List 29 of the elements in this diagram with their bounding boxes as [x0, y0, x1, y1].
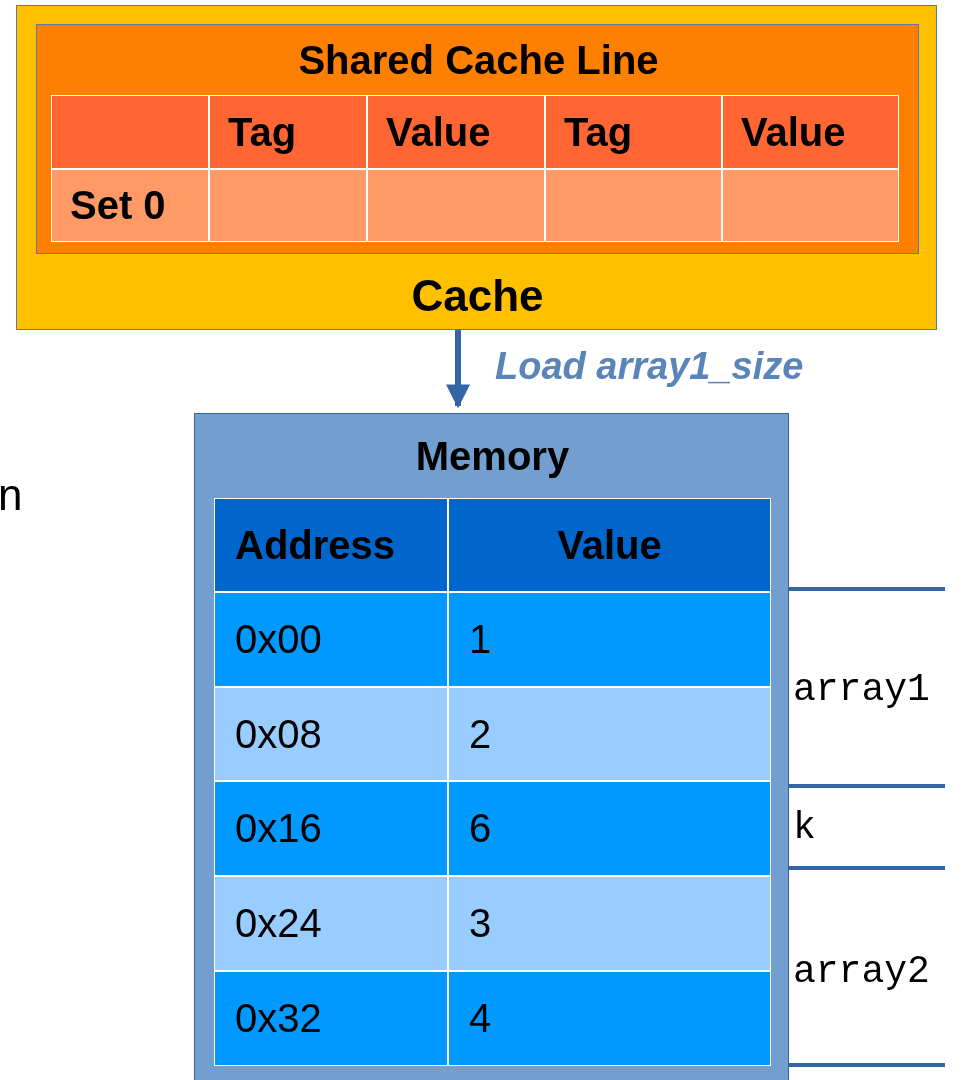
table-header-cell: Value — [722, 95, 899, 169]
cache-line-panel — [36, 24, 919, 254]
table-cell: Set 0 — [51, 169, 209, 242]
table-cell: 6 — [448, 781, 771, 876]
table-header-cell: Address — [214, 498, 448, 592]
node-title: Shared Cache Line — [297, 37, 660, 84]
slide-text: n — [0, 470, 23, 520]
table-cell: 0x24 — [214, 876, 448, 971]
table-cell: 0x08 — [214, 687, 448, 781]
table-cell: 0x00 — [214, 592, 448, 687]
arrow — [446, 330, 470, 409]
memory-box — [194, 413, 789, 1080]
cache-box — [16, 5, 937, 330]
node-title: Memory — [414, 433, 571, 480]
table-cell: 2 — [448, 687, 771, 781]
table-cell: 3 — [448, 876, 771, 971]
table-cell: 1 — [448, 592, 771, 687]
variable-label: array1 — [793, 668, 930, 711]
table-header-cell: Tag — [209, 95, 367, 169]
table-header-cell: Value — [448, 498, 771, 592]
variable-label: array2 — [793, 950, 930, 993]
table-header-cell: Value — [367, 95, 545, 169]
table-header-cell: Tag — [545, 95, 722, 169]
table-cell: 0x16 — [214, 781, 448, 876]
edge-label: Load array1_size — [495, 345, 804, 388]
node-title: Cache — [410, 270, 545, 322]
table-cell: 0x32 — [214, 971, 448, 1066]
variable-label: k — [793, 806, 816, 849]
table-cell: 4 — [448, 971, 771, 1066]
